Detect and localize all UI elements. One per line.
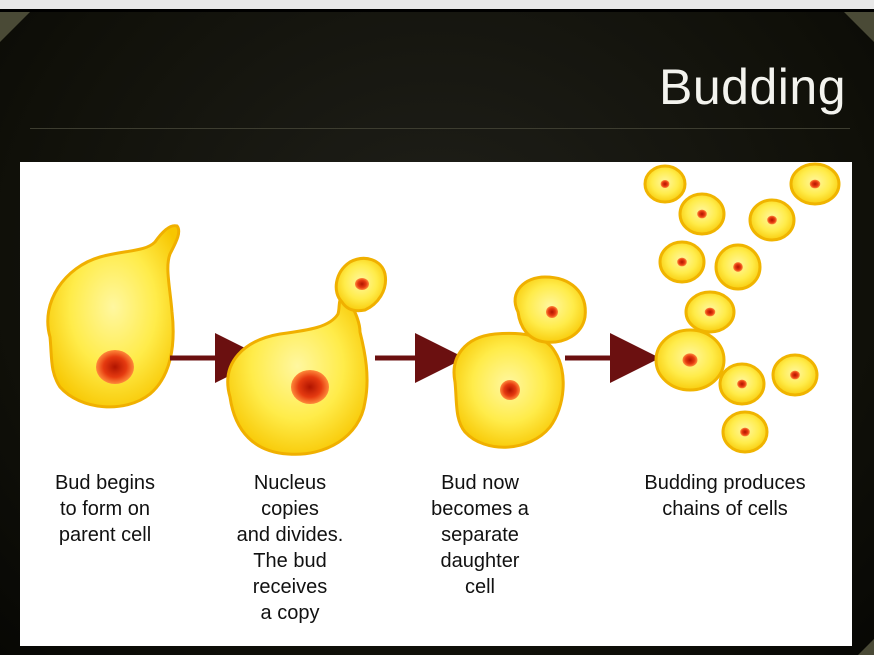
chain-cell-nucleus xyxy=(677,258,687,267)
chain-cell-nucleus xyxy=(661,180,670,188)
chain-cell-nucleus xyxy=(767,216,777,225)
caption-bud-separates: Bud now becomes a separate daughter cell xyxy=(405,470,555,600)
corner-decoration-bottom xyxy=(858,639,874,655)
cell-chain xyxy=(645,164,839,452)
title-underline xyxy=(30,128,850,129)
daughter-nucleus xyxy=(546,306,558,318)
chain-cell-nucleus xyxy=(740,428,750,437)
window-top-bar xyxy=(0,0,874,9)
chain-cell-nucleus xyxy=(737,380,747,389)
stage-3-cell xyxy=(454,277,585,447)
caption-bud-begins: Bud begins to form on parent cell xyxy=(20,470,190,548)
chain-cell-nucleus xyxy=(733,262,743,272)
nucleus xyxy=(291,370,329,404)
slide-title: Budding xyxy=(659,58,846,116)
caption-chains-of-cells: Budding produces chains of cells xyxy=(600,470,850,522)
diagram-panel: Bud begins to form on parent cell Nucleu… xyxy=(20,162,852,646)
chain-cell-nucleus xyxy=(790,371,800,380)
stage-2-cell xyxy=(228,258,386,454)
chain-cell-nucleus xyxy=(810,180,821,189)
stage-1-cell xyxy=(48,226,179,407)
chain-cell-nucleus xyxy=(705,308,716,317)
corner-decoration-right xyxy=(844,12,874,42)
caption-nucleus-copies: Nucleus copies and divides. The bud rece… xyxy=(205,470,375,626)
bud-nucleus xyxy=(355,278,369,290)
nucleus xyxy=(500,380,520,400)
top-divider xyxy=(0,9,874,12)
chain-cell-nucleus xyxy=(683,353,698,366)
nucleus xyxy=(96,350,134,384)
chain-cell-nucleus xyxy=(697,210,707,219)
corner-decoration-left xyxy=(0,12,30,42)
